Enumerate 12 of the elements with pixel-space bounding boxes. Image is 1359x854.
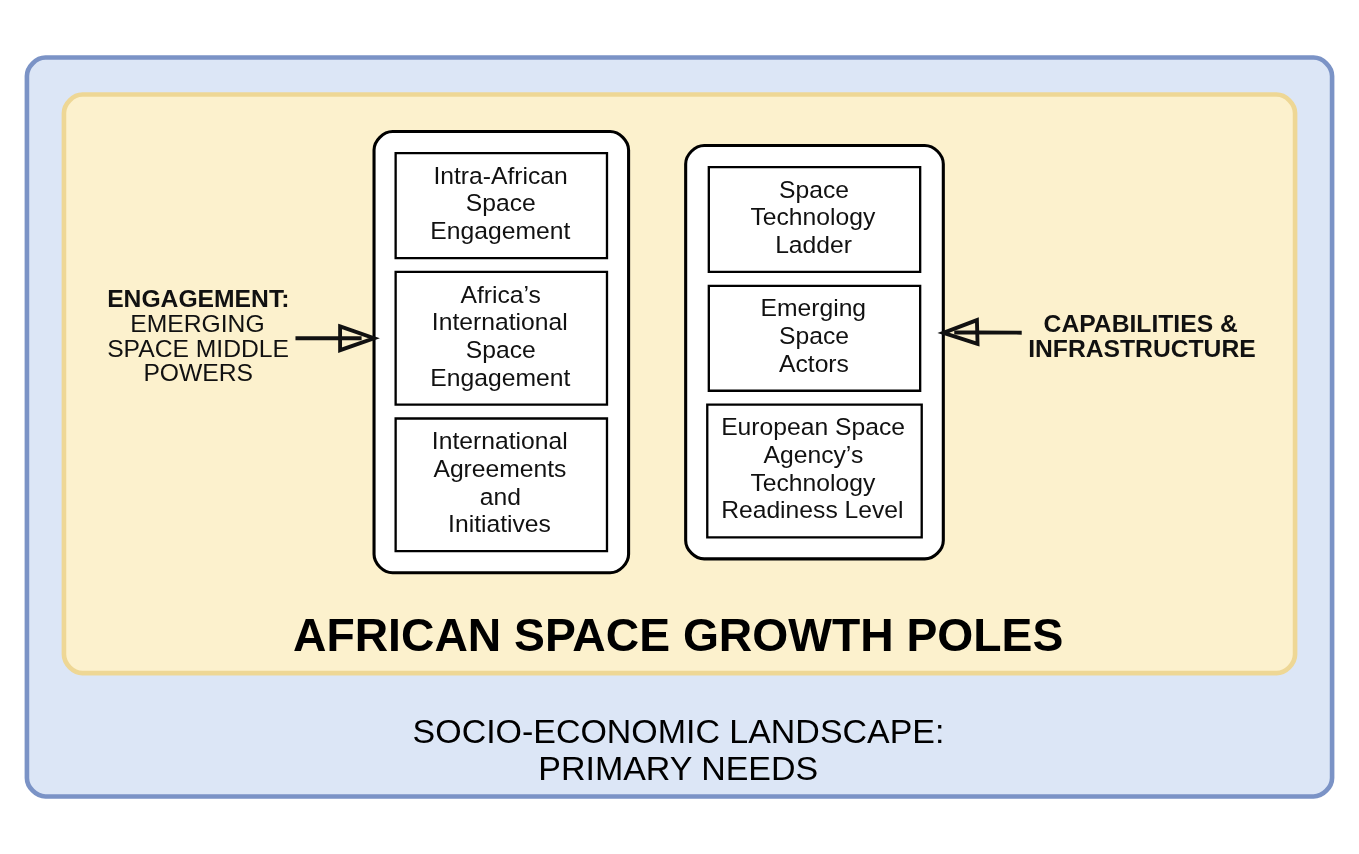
node-text: CAPABILITIES & INFRASTRUCTURE xyxy=(1028,309,1256,362)
node-box: Emerging Space Actors xyxy=(707,284,922,392)
node-box: Africa’s International Space Engagement xyxy=(394,270,609,406)
cluster xyxy=(684,143,945,561)
arrow xyxy=(937,317,1022,347)
node-box: Intra-African Space Engagement xyxy=(394,152,609,260)
node-box: International Agreements and Initiatives xyxy=(394,417,609,553)
node-box: Space Technology Ladder xyxy=(707,165,922,274)
node-text: ENGAGEMENT: EMERGING SPACE MIDDLE POWERS xyxy=(107,285,290,387)
arrow xyxy=(295,323,380,353)
cluster xyxy=(372,130,631,575)
node-box: European Space Agency’s Technology Readiness Level xyxy=(706,403,923,539)
